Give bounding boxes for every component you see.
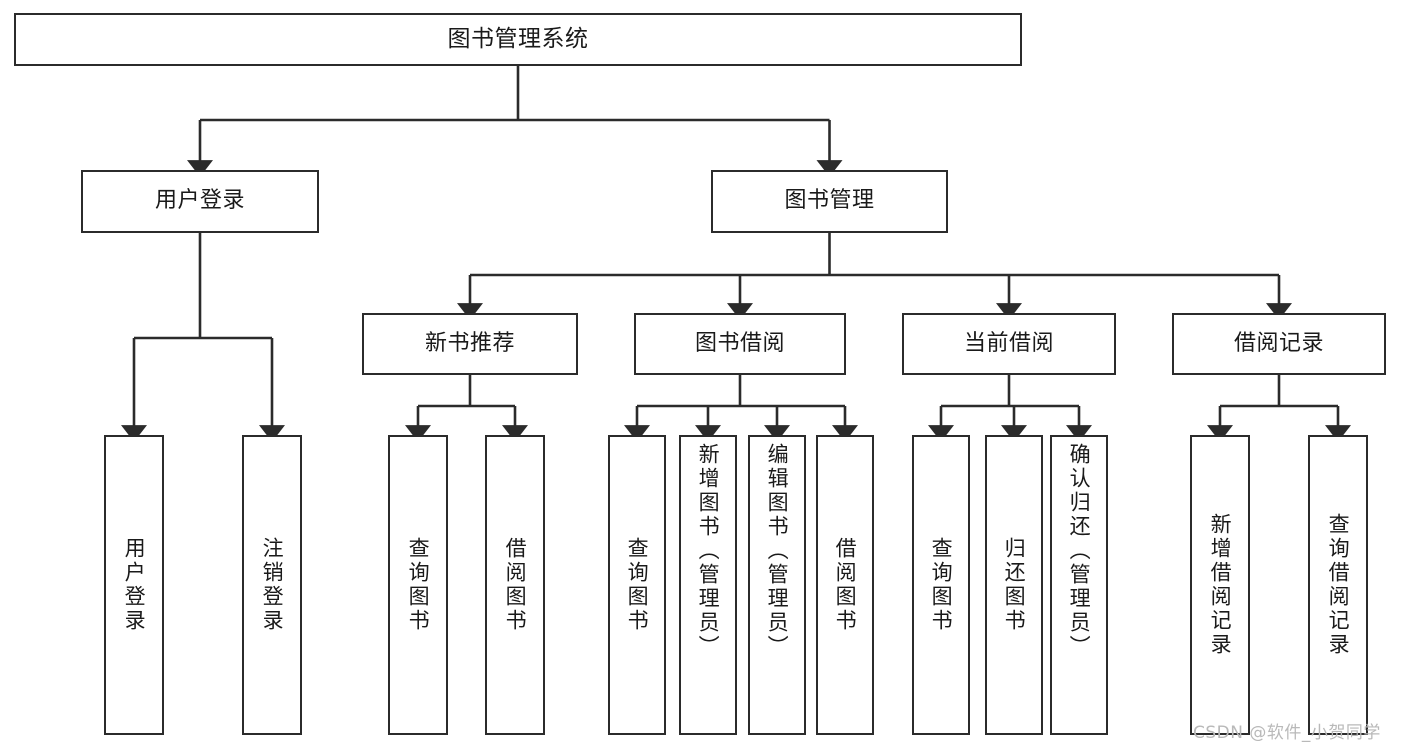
node-leaf-borrow-book-2[interactable]: 借阅图书 [816,435,874,735]
node-label: 编辑图书（管理员） [765,443,790,659]
node-l3-loan-record[interactable]: 借阅记录 [1172,313,1386,375]
node-root[interactable]: 图书管理系统 [14,13,1022,66]
node-leaf-add-book-admin[interactable]: 新增图书（管理员） [679,435,737,735]
node-leaf-query-book-2[interactable]: 查询图书 [608,435,666,735]
node-label: 借阅图书 [503,537,528,633]
node-leaf-borrow-book-1[interactable]: 借阅图书 [485,435,545,735]
node-leaf-add-loan-record[interactable]: 新增借阅记录 [1190,435,1250,735]
csdn-watermark: CSDN @软件_小贺同学 [1193,723,1381,743]
node-label: 新增借阅记录 [1208,513,1233,657]
node-label: 图书借阅 [694,330,785,356]
node-leaf-query-book-3[interactable]: 查询图书 [912,435,970,735]
node-leaf-confirm-return[interactable]: 确认归还（管理员） [1050,435,1108,735]
node-leaf-query-book-1[interactable]: 查询图书 [388,435,448,735]
node-l2-user-login[interactable]: 用户登录 [81,170,319,233]
node-label: 注销登录 [260,537,285,633]
node-label: 图书管理系统 [447,25,589,52]
node-label: 查询图书 [406,537,431,633]
node-label: 查询借阅记录 [1326,513,1351,657]
node-label: 借阅记录 [1233,330,1324,356]
node-label: 当前借阅 [963,330,1054,356]
node-leaf-edit-book-admin[interactable]: 编辑图书（管理员） [748,435,806,735]
node-leaf-query-loan-record[interactable]: 查询借阅记录 [1308,435,1368,735]
node-leaf-user-login[interactable]: 用户登录 [104,435,164,735]
node-label: 用户登录 [122,537,147,633]
node-l3-current-loan[interactable]: 当前借阅 [902,313,1116,375]
node-label: 查询图书 [625,537,650,633]
node-label: 新书推荐 [424,330,515,356]
node-l2-book-manage[interactable]: 图书管理 [711,170,948,233]
node-l3-book-borrow[interactable]: 图书借阅 [634,313,846,375]
node-leaf-user-logout[interactable]: 注销登录 [242,435,302,735]
node-label: 借阅图书 [833,537,858,633]
node-label: 用户登录 [154,188,245,214]
node-label: 新增图书（管理员） [696,443,721,659]
node-label: 查询图书 [929,537,954,633]
node-leaf-return-book[interactable]: 归还图书 [985,435,1043,735]
node-label: 图书管理 [784,188,875,214]
node-l3-new-book-rec[interactable]: 新书推荐 [362,313,578,375]
node-label: 归还图书 [1002,537,1027,633]
node-label: 确认归还（管理员） [1067,443,1092,659]
